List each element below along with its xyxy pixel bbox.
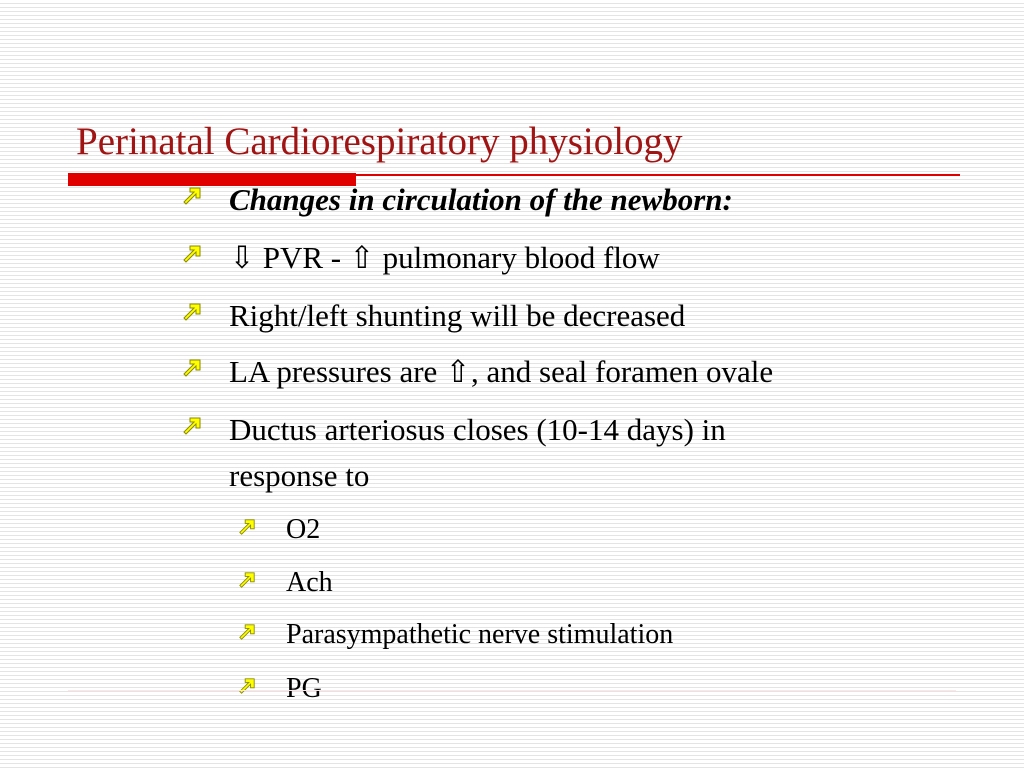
bullet-label-continuation: response to — [229, 458, 370, 493]
bullet-label: Right/left shunting will be decreased — [229, 298, 686, 333]
bullet-label: Ach — [286, 567, 333, 598]
arrow-up-right-icon — [239, 519, 255, 535]
title-underline — [356, 174, 960, 176]
arrow-up-right-icon — [239, 624, 255, 640]
arrow-up-right-icon — [239, 572, 255, 588]
bullet-label: Ductus arteriosus closes (10-14 days) in — [229, 412, 726, 447]
arrow-up-right-icon — [183, 359, 201, 377]
arrow-up-right-icon — [183, 187, 201, 205]
arrow-up-right-icon — [239, 678, 255, 694]
title-accent-bar — [68, 173, 356, 186]
bullet-label: ⇩ PVR - ⇧ pulmonary blood flow — [229, 240, 660, 275]
bullet-label: Parasympathetic nerve stimulation — [286, 619, 674, 650]
footer-divider — [68, 690, 956, 691]
arrow-up-right-icon — [183, 245, 201, 263]
bullet-label: O2 — [286, 514, 321, 545]
slide-title: Perinatal Cardiorespiratory physiology — [76, 120, 683, 163]
arrow-up-right-icon — [183, 417, 201, 435]
bullet-label: PG — [286, 673, 322, 704]
bullet-label: Changes in circulation of the newborn: — [229, 182, 733, 217]
arrow-up-right-icon — [183, 303, 201, 321]
bullet-label: LA pressures are ⇧, and seal foramen ova… — [229, 354, 774, 389]
